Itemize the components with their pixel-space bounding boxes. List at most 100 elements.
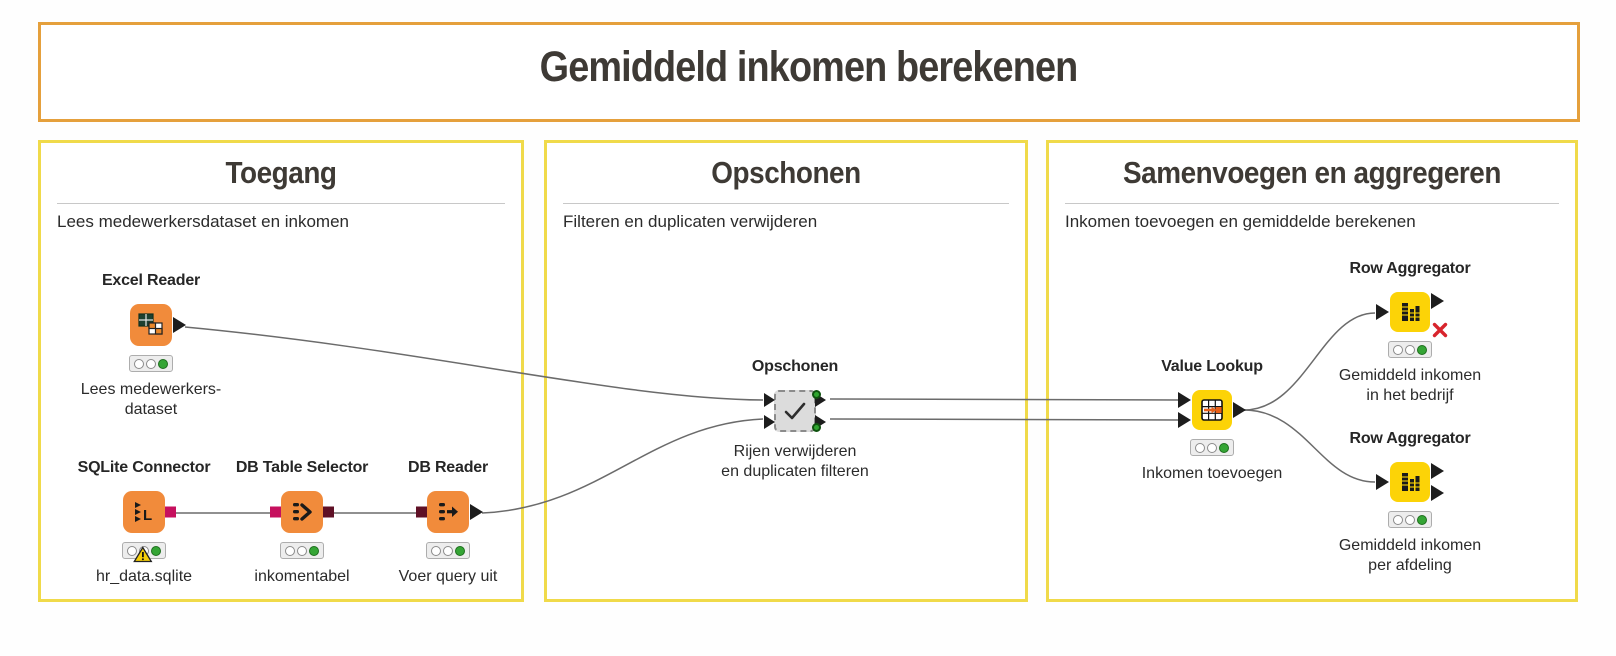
value-lookup-node[interactable]	[1178, 390, 1246, 430]
excel-reader-icon	[138, 313, 163, 335]
row-aggregator-icon	[1402, 473, 1420, 491]
node-title: Excel Reader	[101, 272, 201, 289]
node-title: Row Aggregator	[1349, 430, 1471, 447]
section-subtitle-samenvoegen: Inkomen toevoegen en gemiddelde berekene…	[1065, 212, 1416, 231]
section-subtitle-toegang: Lees medewerkersdataset en inkomen	[57, 212, 349, 231]
output-port-table[interactable]	[1233, 402, 1246, 418]
section-divider	[1065, 203, 1559, 204]
traffic-light	[1388, 341, 1432, 358]
section-heading-opschonen: Opschonen	[711, 155, 861, 190]
status-light-executed	[455, 545, 465, 556]
annotation-opschonen[interactable]: Opschonen Filteren en duplicaten verwijd…	[544, 140, 1028, 602]
sqlite-connector-icon: L	[135, 502, 152, 524]
output-port-top[interactable]	[1431, 293, 1444, 309]
row-aggregator-icon	[1402, 303, 1420, 321]
output-port-bottom[interactable]	[1431, 485, 1444, 501]
status-light-executed	[1417, 514, 1427, 525]
connection-dbreader-to-opschonen	[481, 418, 764, 514]
status-light-executed	[1219, 442, 1229, 453]
node-row-aggregator-company: Row Aggregator Gemiddeld inkomen in het …	[1330, 259, 1490, 406]
status-light-idle	[134, 358, 144, 369]
db-table-selector-icon	[293, 503, 312, 521]
row-aggregator-node[interactable]	[1376, 462, 1444, 502]
node-title: Value Lookup	[1161, 358, 1263, 375]
db-reader-icon	[439, 503, 458, 521]
traffic-light	[1190, 439, 1234, 456]
section-heading-toegang: Toegang	[225, 155, 337, 190]
output-port-table[interactable]	[173, 317, 186, 333]
status-light-idle	[1393, 344, 1403, 355]
status-light-idle	[285, 545, 295, 556]
section-divider	[57, 203, 505, 204]
status-light-executed	[158, 358, 168, 369]
status-light-executed	[1417, 344, 1427, 355]
input-port-top[interactable]	[764, 393, 775, 407]
connection-valuelookup-to-rowagg-top	[1243, 312, 1376, 411]
node-label: Rijen verwijderen en duplicaten filteren	[721, 443, 869, 480]
node-label: inkomentabel	[254, 568, 350, 585]
node-sqlite-connector: SQLite Connector L hr_data.sqlite	[64, 458, 224, 587]
status-light-configured	[146, 358, 156, 369]
traffic-light	[280, 542, 324, 559]
row-aggregator-node[interactable]	[1376, 292, 1448, 338]
input-port-bottom[interactable]	[764, 415, 775, 429]
node-title: SQLite Connector	[77, 459, 211, 476]
connection-valuelookup-to-rowagg-bottom	[1243, 409, 1376, 483]
db-reader-node[interactable]	[416, 491, 483, 533]
excel-reader-node[interactable]	[130, 304, 186, 346]
output-port-table[interactable]	[470, 504, 483, 520]
port-status-dot	[812, 423, 821, 432]
workflow-title-annotation[interactable]: Gemiddeld inkomen berekenen	[38, 22, 1580, 122]
node-opschonen-component: Opschonen Rijen verwijderen en duplicate…	[715, 357, 875, 482]
status-light-configured	[1405, 344, 1415, 355]
input-port-bottom[interactable]	[1178, 412, 1191, 428]
status-light-executed	[309, 545, 319, 556]
opschonen-component-node[interactable]	[764, 390, 826, 432]
node-title: Row Aggregator	[1349, 260, 1471, 277]
node-label: Voer query uit	[398, 568, 498, 585]
checkmark-icon	[784, 402, 806, 420]
warning-icon	[133, 546, 153, 563]
input-port-db-data[interactable]	[416, 506, 427, 518]
connection-excel-to-opschonen	[184, 326, 764, 401]
output-port-bottom[interactable]	[815, 415, 826, 429]
section-divider	[563, 203, 1009, 204]
status-light-idle	[1393, 514, 1403, 525]
annotation-samenvoegen[interactable]: Samenvoegen en aggregeren Inkomen toevoe…	[1046, 140, 1578, 602]
node-excel-reader: Excel Reader Lees medewerkers- dataset	[71, 271, 231, 420]
section-subtitle-opschonen: Filteren en duplicaten verwijderen	[563, 212, 818, 231]
input-port-table[interactable]	[1376, 474, 1389, 490]
node-title: Opschonen	[751, 358, 839, 375]
section-heading-samenvoegen: Samenvoegen en aggregeren	[1123, 155, 1501, 190]
connection-opschonen-to-valuelookup-bottom	[829, 418, 1180, 421]
node-label: Inkomen toevoegen	[1141, 465, 1283, 482]
output-port-top[interactable]	[815, 393, 826, 407]
traffic-light	[129, 355, 173, 372]
status-light-configured	[443, 545, 453, 556]
node-label: Gemiddeld inkomen in het bedrijf	[1338, 367, 1482, 404]
traffic-light	[1388, 511, 1432, 528]
node-title: DB Table Selector	[235, 459, 369, 476]
db-table-selector-node[interactable]	[270, 491, 334, 533]
node-title: DB Reader	[407, 459, 488, 476]
value-lookup-icon	[1201, 399, 1223, 421]
output-port-db-data[interactable]	[323, 506, 334, 518]
node-db-reader: DB Reader Voer query uit	[368, 458, 528, 587]
traffic-light	[426, 542, 470, 559]
input-port-top[interactable]	[1178, 392, 1191, 408]
status-light-configured	[1207, 442, 1217, 453]
output-port-db-connection[interactable]	[165, 506, 176, 518]
node-label: hr_data.sqlite	[95, 568, 193, 585]
connection-opschonen-to-valuelookup-top	[829, 398, 1180, 401]
status-light-idle	[431, 545, 441, 556]
sqlite-connector-node[interactable]: L	[123, 491, 176, 533]
status-light-idle	[127, 545, 137, 556]
input-port-table[interactable]	[1376, 304, 1389, 320]
node-row-aggregator-department: Row Aggregator Gemiddeld inkomen per afd…	[1330, 429, 1490, 576]
node-label: Gemiddeld inkomen per afdeling	[1338, 537, 1482, 574]
output-port-top[interactable]	[1431, 463, 1444, 479]
workflow-title: Gemiddeld inkomen berekenen	[540, 42, 1079, 91]
input-port-db-connection[interactable]	[270, 506, 281, 518]
error-x-icon	[1432, 322, 1448, 338]
